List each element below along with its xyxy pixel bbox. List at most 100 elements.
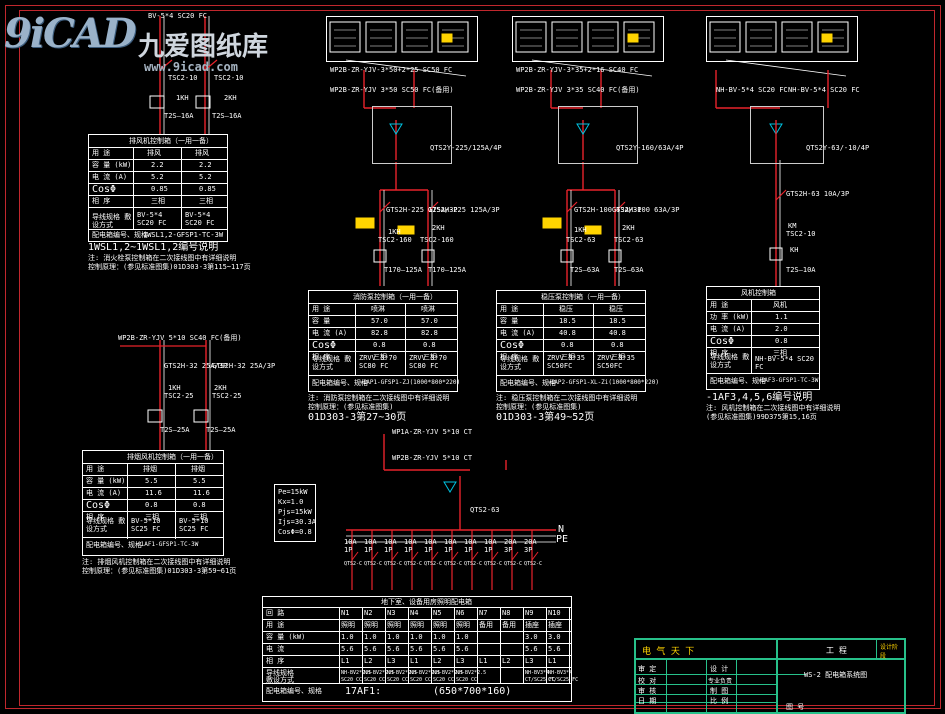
panel6-box-code: 17AF1: (345, 686, 382, 697)
panel5-row-3-b: 0.8 (193, 501, 206, 509)
panel6-cell-r5-c6: NH-BV2*2.5 (456, 670, 487, 676)
panel2-bit-4: TSC2-160 (420, 236, 454, 244)
panel6-cell-r3-c1: 5.6 (341, 645, 354, 653)
panel6-branch-poles-8: 1P (484, 546, 493, 554)
control-transformer (355, 217, 375, 229)
panel6-cell-r6-c1: SC20 CC (341, 677, 363, 683)
panel3-note-2: 控制原理：(参见标准图集) (496, 403, 582, 411)
panel2-table-title: 消防泵控制箱（一用一备） (353, 293, 437, 301)
panel5-bit-4: TSC2-25 (212, 392, 242, 400)
panel3-row-5-a: ZRVV 3*35 SC50FC (547, 354, 585, 370)
panel1-row-6-label: 配电箱编号、规格 (92, 231, 148, 239)
panel6-branch-types-4: QTS2-C (404, 561, 423, 567)
panel6-cell-r0-c9: N9 (525, 609, 534, 617)
panel4-table-title: 风机控制箱 (741, 289, 776, 297)
panel6-branch-ratings-8: 10A (484, 538, 497, 546)
panel1-row-1-label: 容 量 (kW) (92, 161, 132, 169)
panel1-row-3-label: CosΦ (92, 184, 117, 195)
panel6-cell-r2-c5: 1.0 (433, 633, 446, 641)
panel5-bit-2: 2KH (214, 384, 227, 392)
panel6-row-6-label: 敷设方式 (266, 676, 294, 684)
panel2-row-3-b: 0.8 (423, 341, 436, 349)
panel2-row-4-b: 三相 (423, 353, 437, 361)
panel3-bit-4: TSC2-63 (614, 236, 644, 244)
panel3-bit-2: 2KH (622, 224, 635, 232)
panel4-row-5-value: NH-BV-5*4 SC20 FC (755, 355, 815, 371)
panel2-breaker-1: GTS2H-225 125A/3P (386, 206, 458, 214)
panel6-branch-types-8: QTS2-C (484, 561, 503, 567)
control-relay-block (623, 21, 655, 53)
panel6-row-4-label: 相 序 (266, 657, 285, 665)
panel4-feeder-b: NH-BV-5*4 SC20 FC (788, 86, 860, 94)
panel3-control-block (512, 16, 664, 62)
panel5-row-4-label: 相 序 (86, 513, 105, 521)
panel3-row-2-b: 40.8 (609, 329, 626, 337)
panel6-main-cb: QTS2-63 (470, 506, 500, 514)
panel6-cell-r5-c1: NH-BV2*2.5 (341, 670, 372, 676)
panel6-branch-poles-5: 1P (424, 546, 433, 554)
panel5-row-1-label: 容 量 (kW) (86, 477, 126, 485)
panel3-row-3-label: CosΦ (500, 340, 525, 351)
panel6-branch-switch (351, 551, 359, 561)
control-relay-block (551, 21, 583, 53)
control-lead (725, 59, 847, 77)
panel2-breaker-2: GTS2H-225 125A/3P (428, 206, 500, 214)
panel1-breaker-2: TSC2-10 (214, 74, 244, 82)
panel6-box-size: (650*700*160) (433, 686, 512, 697)
panel6-branch-switch (431, 551, 439, 561)
panel2-row-1-label: 容 量 (312, 317, 331, 325)
title-drawing: WS-2 配电箱系统图 (804, 671, 868, 679)
panel6-ats-symbol (443, 481, 457, 493)
panel6-branch-poles-2: 1P (364, 546, 373, 554)
panel6-branch-poles-4: 1P (404, 546, 413, 554)
title-label-lead: 专业负责 (708, 678, 733, 685)
panel5-note-2: 控制原理：(参见标准图集)01D303-3第59~61页 (82, 567, 237, 575)
panel6-cell-r0-c8: N8 (502, 609, 511, 617)
panel2-note-2: 控制原理：(参见标准图集) (308, 403, 394, 411)
panel6-cell-r4-c8: L2 (502, 657, 511, 665)
title-company: 电 气 天 下 (642, 647, 695, 657)
panel2-row-1-b: 57.0 (421, 317, 438, 325)
panel6-table-col-line (569, 607, 570, 683)
panel6-table-title: 地下室、设备用房照明配电箱 (381, 598, 472, 606)
panel1-row-3-a: 0.85 (151, 185, 168, 193)
panel1-note-1: 注: 消火栓泵控制箱在二次接线图中有详细说明 (88, 254, 237, 262)
panel6-cell-r2-c2: 1.0 (364, 633, 377, 641)
panel6-legend-ijs: Ijs=30.3A (278, 518, 316, 526)
title-block: 电 气 天 下 工 程 设计阶段 WS-2 配电箱系统图 审 定 设 计 校 对… (634, 638, 906, 714)
panel1-row-2-b: 5.2 (199, 173, 212, 181)
panel3-row-3-b: 0.8 (611, 341, 624, 349)
panel2-ats-box (372, 106, 452, 164)
panel2-note-3: 01D303-3第27~30页 (308, 412, 407, 423)
title-label-review: 审 核 (638, 687, 657, 695)
control-relay (584, 225, 602, 235)
panel6-cell-r5-c3: NH-BV2*2.5 (387, 670, 418, 676)
panel6-row-1-label: 用 途 (266, 621, 285, 629)
panel4-row-3-value: 0.8 (775, 337, 788, 345)
panel6-table-col-line (546, 607, 547, 683)
panel6-cell-r3-c2: 5.6 (364, 645, 377, 653)
panel6-branch-poles-10: 3P (524, 546, 533, 554)
panel3-bit-1: 1KH (574, 226, 587, 234)
panel6-row-5-label: 导线规格 (266, 669, 294, 677)
panel1-note-2: 控制原理：(参见标准图集)01D303-3第115~117页 (88, 263, 251, 271)
panel4-breaker: GTS2H-63 10A/3P (786, 190, 850, 198)
panel2-bit-3: TSC2-160 (378, 236, 412, 244)
panel6-cell-r4-c4: L1 (410, 657, 419, 665)
panel6-cell-r5-c4: NH-BV2*2.5 (410, 670, 441, 676)
panel6-cell-r1-c7: 备用 (479, 621, 493, 629)
panel6-box-label: 配电箱编号、规格 (266, 687, 322, 695)
panel4-row-6-value: ~1AF3-GFSP1-TC-3W (757, 377, 819, 384)
panel3-row-1-a: 18.5 (559, 317, 576, 325)
panel3-row-0-b: 稳压 (609, 305, 623, 313)
control-lead (531, 59, 653, 77)
panel1-row-1-b: 2.2 (199, 161, 212, 169)
panel2-row-0-label: 用 途 (312, 305, 331, 313)
control-relay-block (709, 21, 741, 53)
panel4-bit-1: TSC2-10 (786, 230, 816, 238)
panel6-cell-r1-c9: 插座 (525, 621, 539, 629)
panel6-cell-r0-c7: N7 (479, 609, 488, 617)
panel6-branch-poles-1: 1P (344, 546, 353, 554)
panel6-cell-r5-c2: NH-BV2*2.5 (364, 670, 395, 676)
